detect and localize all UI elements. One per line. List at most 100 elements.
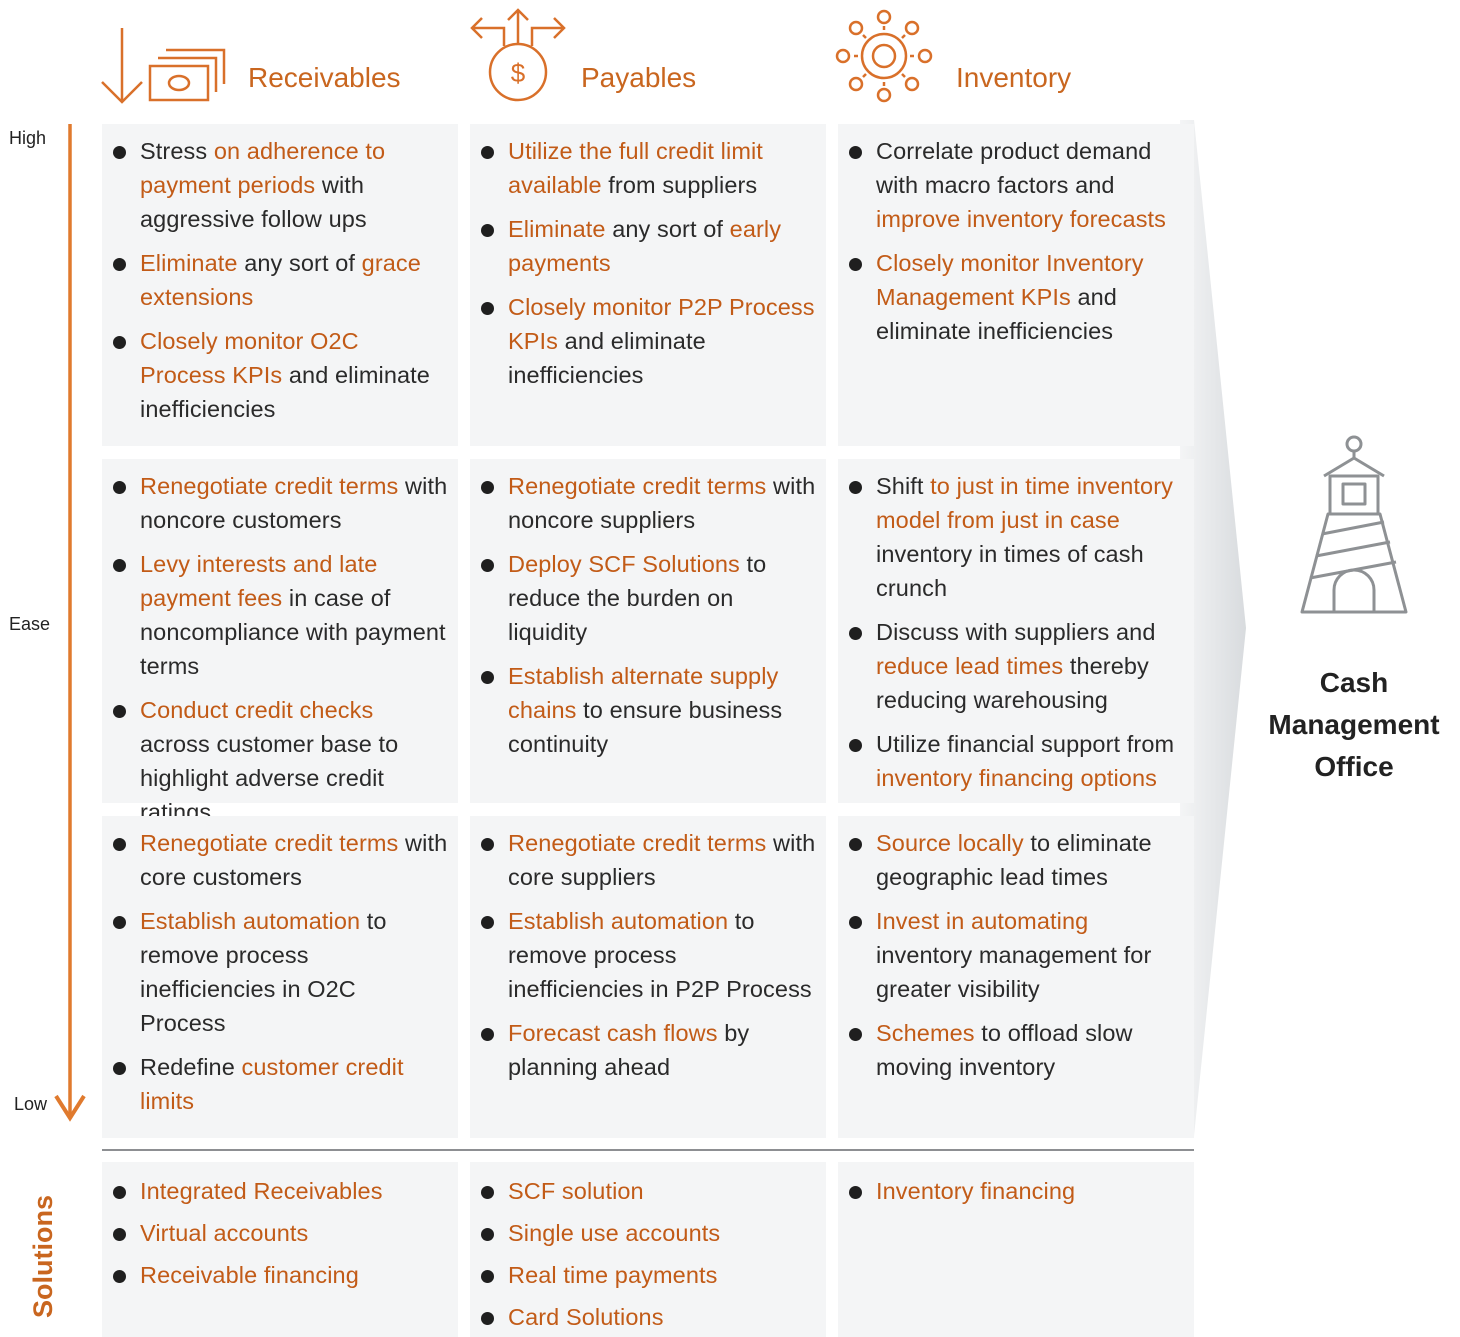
highlighted-text: on adherence to payment periods <box>140 138 386 198</box>
bullet-item: Renegotiate credit terms with core custo… <box>113 826 448 894</box>
highlighted-text: Establish alternate supply chains <box>508 663 779 723</box>
bullet-text: with core customers <box>140 830 448 890</box>
cell-payables-low: Renegotiate credit terms with core suppl… <box>470 816 826 1138</box>
bullet-text: Shift <box>876 473 931 499</box>
bullet-text: Stress <box>140 138 214 164</box>
bullet-text: with noncore customers <box>140 473 448 533</box>
bullet-item: Establish automation to remove process i… <box>113 904 448 1040</box>
bullet-item: Deploy SCF Solutions to reduce the burde… <box>481 547 816 649</box>
axis-low-label: Low <box>14 1094 48 1114</box>
bullet-item: Renegotiate credit terms with noncore cu… <box>113 469 448 537</box>
highlighted-text: Forecast cash flows <box>508 1020 718 1046</box>
svg-text:$: $ <box>511 58 526 88</box>
bullet-item: Stress on adherence to payment periods w… <box>113 134 448 236</box>
solutions-divider <box>102 1149 1194 1151</box>
bullet-item: Renegotiate credit terms with noncore su… <box>481 469 816 537</box>
bullet-text: to remove process inefficiencies in O2C … <box>140 908 387 1036</box>
bullet-text: to ensure business continuity <box>508 697 783 757</box>
bullet-item: Closely monitor O2C Process KPIs and eli… <box>113 324 448 426</box>
cell-inventory-low: Source locally to eliminate geographic l… <box>838 816 1194 1138</box>
highlighted-text: Closely monitor Inventory Management KPI… <box>876 250 1144 310</box>
bullet-text: with aggressive follow ups <box>140 172 367 232</box>
bullet-item: Schemes to offload slow moving inventory <box>849 1016 1184 1084</box>
bullet-text: Discuss with suppliers and <box>876 619 1156 645</box>
axis-ease-label: Ease <box>9 614 51 634</box>
bullet-item: Levy interests and late payment fees in … <box>113 547 448 683</box>
highlighted-text: Source locally <box>876 830 1024 856</box>
highlighted-text: Utilize the full credit limit available <box>508 138 763 198</box>
solution-item: Card Solutions <box>481 1300 816 1334</box>
bullet-item: Eliminate any sort of early payments <box>481 212 816 280</box>
dollar-coin-arrows-icon: $ <box>470 8 566 102</box>
bullet-text: Correlate product demand with macro fact… <box>876 138 1152 198</box>
cell-inventory-high: Correlate product demand with macro fact… <box>838 124 1194 446</box>
solution-item: Receivable financing <box>113 1258 448 1292</box>
gear-network-icon <box>835 9 933 103</box>
solutions-label: Solutions <box>28 1195 58 1318</box>
bullet-item: Establish automation to remove process i… <box>481 904 816 1006</box>
bullet-item: Utilize the full credit limit available … <box>481 134 816 202</box>
bullet-item: Eliminate any sort of grace extensions <box>113 246 448 314</box>
cell-payables-mid: Renegotiate credit terms with noncore su… <box>470 459 826 803</box>
highlighted-text: Renegotiate credit terms <box>140 473 399 499</box>
column-title-payables: Payables <box>581 62 697 93</box>
highlighted-text: early payments <box>508 216 782 276</box>
bullet-item: Redefine customer credit limits <box>113 1050 448 1118</box>
highlighted-text: reduce lead times <box>876 653 1064 679</box>
highlighted-text: Eliminate <box>508 216 606 242</box>
bullet-item: Correlate product demand with macro fact… <box>849 134 1184 236</box>
money-stack-icon <box>101 28 226 104</box>
highlighted-text: Invest in automating <box>876 908 1089 934</box>
bullet-text: to eliminate geographic lead times <box>876 830 1152 890</box>
highlighted-text: Renegotiate credit terms <box>508 473 767 499</box>
bullet-text: any sort of <box>605 216 730 242</box>
bullet-item: Discuss with suppliers and reduce lead t… <box>849 615 1184 717</box>
bullet-text: from suppliers <box>601 172 758 198</box>
highlighted-text: improve inventory forecasts <box>876 206 1167 232</box>
highlighted-text: Conduct credit checks <box>140 697 374 723</box>
bullet-text: with noncore suppliers <box>508 473 816 533</box>
highlighted-text: Eliminate <box>140 250 238 276</box>
lighthouse-icon <box>1300 435 1408 614</box>
cmo-arrow-shape <box>1180 120 1246 1136</box>
bullet-text: to remove process inefficiencies in P2P … <box>508 908 812 1002</box>
cash-management-office-label: Cash Management Office <box>1268 667 1440 782</box>
bullet-text: thereby reducing warehousing <box>876 653 1149 713</box>
highlighted-text: to just in time inventory model from jus… <box>876 473 1173 533</box>
solution-item: Inventory financing <box>849 1174 1184 1208</box>
bullet-item: Source locally to eliminate geographic l… <box>849 826 1184 894</box>
highlighted-text: Renegotiate credit terms <box>140 830 399 856</box>
column-title-receivables: Receivables <box>248 62 401 93</box>
highlighted-text: inventory financing options <box>876 765 1157 791</box>
bullet-text: to offload slow moving inventory <box>876 1020 1133 1080</box>
bullet-item: Renegotiate credit terms with core suppl… <box>481 826 816 894</box>
bullet-text: by planning ahead <box>508 1020 750 1080</box>
cell-receivables-low: Renegotiate credit terms with core custo… <box>102 816 458 1138</box>
solution-item: Real time payments <box>481 1258 816 1292</box>
cell-receivables-mid: Renegotiate credit terms with noncore cu… <box>102 459 458 825</box>
cell-payables-high: Utilize the full credit limit available … <box>470 124 826 446</box>
highlighted-text: Schemes <box>876 1020 975 1046</box>
solutions-inventory: Inventory financing <box>838 1162 1194 1337</box>
bullet-item: Invest in automating inventory managemen… <box>849 904 1184 1006</box>
highlighted-text: Levy interests and late payment fees <box>140 551 378 611</box>
highlighted-text: grace extensions <box>140 250 421 310</box>
bullet-item: Establish alternate supply chains to ens… <box>481 659 816 761</box>
bullet-text: any sort of <box>237 250 362 276</box>
bullet-item: Closely monitor Inventory Management KPI… <box>849 246 1184 348</box>
bullet-item: Conduct credit checks across customer ba… <box>113 693 448 829</box>
solution-item: Single use accounts <box>481 1216 816 1250</box>
bullet-text: to reduce the burden on liquidity <box>508 551 767 645</box>
bullet-text: and eliminate inefficiencies <box>140 362 430 422</box>
bullet-text: across customer base to highlight advers… <box>140 731 399 825</box>
highlighted-text: Closely monitor O2C Process KPIs <box>140 328 359 388</box>
bullet-item: Shift to just in time inventory model fr… <box>849 469 1184 605</box>
bullet-text: inventory management for greater visibil… <box>876 942 1152 1002</box>
bullet-text: and eliminate inefficiencies <box>876 284 1117 344</box>
ease-axis-arrow-icon <box>54 124 86 1122</box>
solution-item: Virtual accounts <box>113 1216 448 1250</box>
bullet-text: Utilize financial support from <box>876 731 1175 757</box>
highlighted-text: Closely monitor P2P Process KPIs <box>508 294 815 354</box>
bullet-text: with core suppliers <box>508 830 816 890</box>
